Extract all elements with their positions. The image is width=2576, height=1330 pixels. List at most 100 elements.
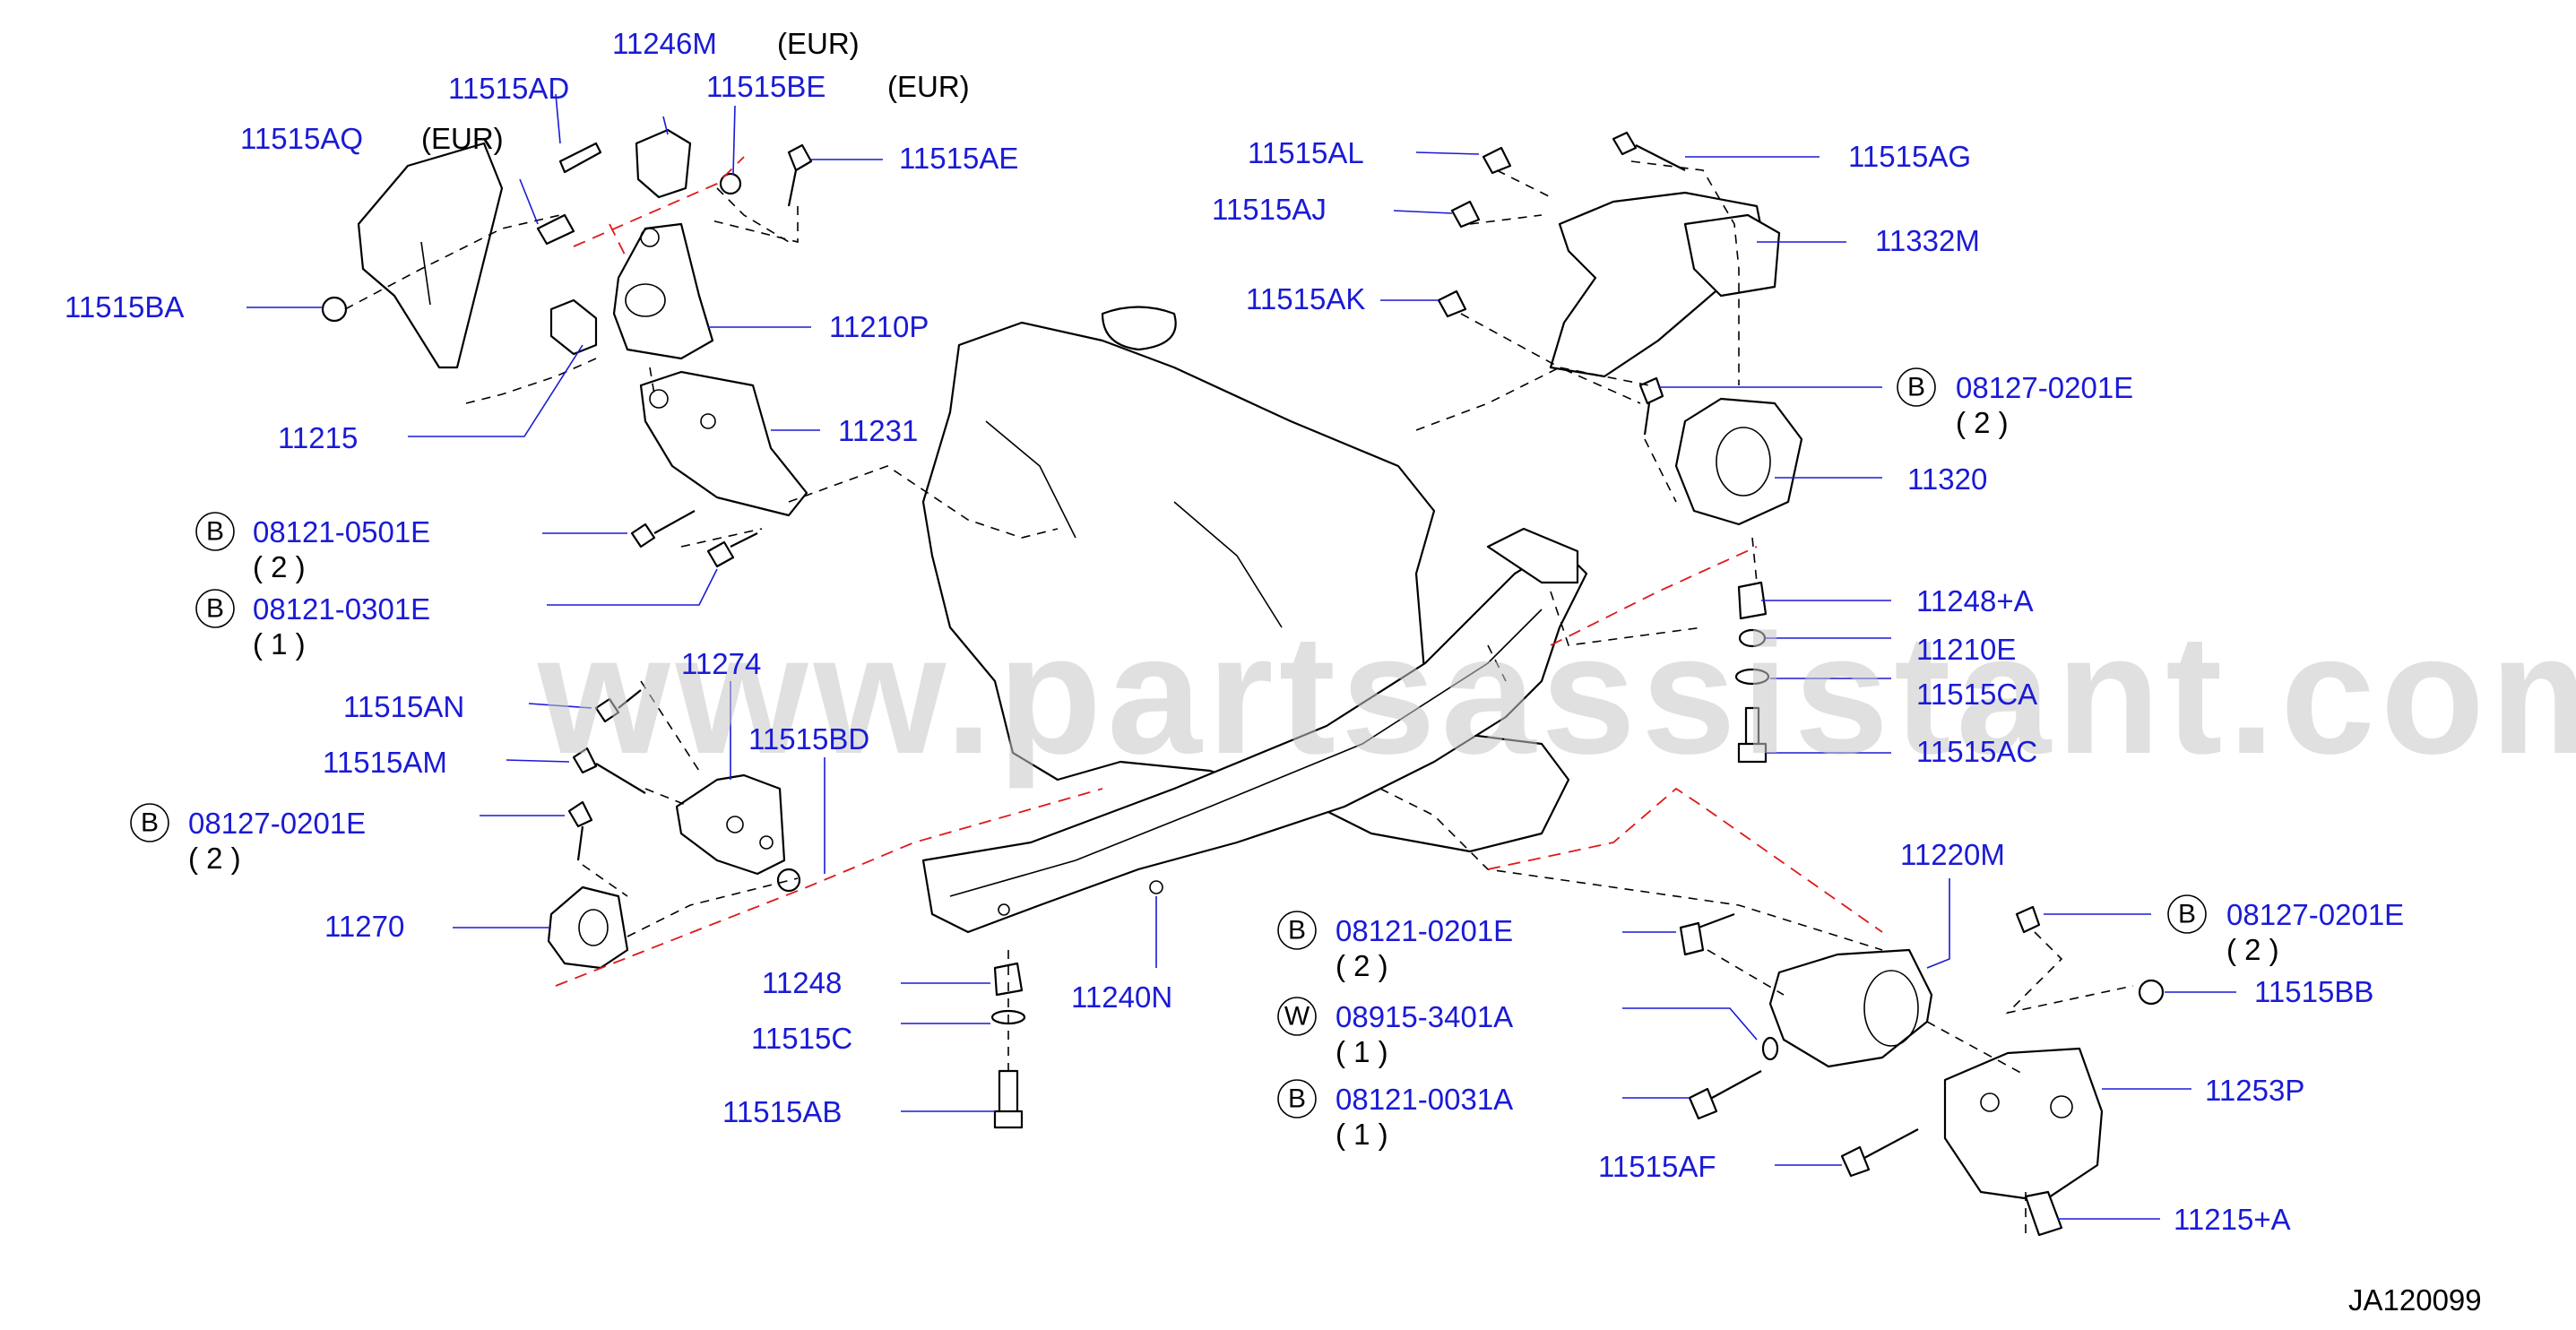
label-11253P[interactable]: 11253P — [2205, 1074, 2304, 1107]
label-11248[interactable]: 11248 — [762, 966, 842, 999]
label-11515AN[interactable]: 11515AN — [343, 690, 464, 723]
label-08127-0201E-left: 08127-0201E — [188, 807, 366, 840]
label-11515AK[interactable]: 11515AK — [1246, 282, 1365, 315]
qty-08127-0201E-upper: ( 2 ) — [1956, 406, 2009, 439]
label-11215[interactable]: 11215 — [278, 421, 358, 454]
label-11215A[interactable]: 11215+A — [2174, 1203, 2291, 1236]
label-11210E[interactable]: 11210E — [1916, 633, 2016, 666]
label-11515BD[interactable]: 11515BD — [748, 722, 869, 756]
callout-08915-3401A[interactable]: W 08915-3401A ( 1 ) — [1277, 997, 1513, 1068]
diagram-code: JA120099 — [2348, 1283, 2482, 1317]
bolt-11515AL — [1482, 146, 1512, 175]
label-11515AC[interactable]: 11515AC — [1916, 735, 2037, 768]
stopper-11246M[interactable] — [635, 128, 692, 199]
label-11220M[interactable]: 11220M — [1900, 838, 2005, 871]
label-11515AF[interactable]: 11515AF — [1598, 1150, 1716, 1183]
label-11515AQ[interactable]: 11515AQ — [240, 122, 363, 155]
bolt-08127-0201E-left — [567, 800, 593, 861]
label-11332M[interactable]: 11332M — [1875, 224, 1980, 257]
bolt-symbol: B — [1907, 373, 1925, 402]
qty-08121-0501E: ( 2 ) — [253, 550, 306, 583]
callout-08121-0031A[interactable]: B 08121-0031A ( 1 ) — [1277, 1079, 1513, 1151]
callout-08121-0301E[interactable]: B 08121-0301E ( 1 ) — [195, 589, 430, 661]
label-11231[interactable]: 11231 — [838, 414, 918, 447]
bracket-11231[interactable] — [639, 370, 808, 517]
crossmember[interactable] — [921, 527, 1588, 934]
label-08121-0301E: 08121-0301E — [253, 592, 430, 626]
bolt-08127-0201E-right — [2015, 905, 2041, 934]
bracket-11332M[interactable] — [1549, 191, 1781, 378]
bolt-symbol: B — [206, 594, 224, 624]
label-11515BA[interactable]: 11515BA — [65, 290, 184, 324]
label-08121-0501E: 08121-0501E — [253, 515, 430, 548]
label-11515AL[interactable]: 11515AL — [1248, 136, 1364, 169]
stopper-11215A — [2024, 1190, 2063, 1237]
bolt-11515AB — [993, 1069, 1024, 1129]
insulator-bracket-cover[interactable] — [357, 142, 504, 369]
bracket-11274[interactable] — [675, 773, 786, 876]
nut-11515BB — [2138, 979, 2165, 1006]
label-11246M[interactable]: 11246M — [612, 27, 717, 60]
nut-11515BA — [321, 296, 348, 323]
bolt-11515AM — [572, 747, 646, 794]
label-11515AJ[interactable]: 11515AJ — [1212, 193, 1327, 226]
insulator-11270[interactable] — [547, 885, 629, 970]
label-11515AG[interactable]: 11515AG — [1848, 140, 1971, 173]
bracket-11253P[interactable] — [1943, 1047, 2104, 1203]
bolt-11515AF — [1840, 1128, 1919, 1178]
qty-08121-0201E: ( 2 ) — [1336, 949, 1388, 982]
insulator-11248A — [1737, 581, 1768, 620]
label-08121-0031A: 08121-0031A — [1336, 1083, 1513, 1116]
qty-08121-0301E: ( 1 ) — [253, 627, 306, 661]
label-11515AE[interactable]: 11515AE — [899, 142, 1018, 175]
stopper-11215[interactable] — [549, 298, 598, 356]
watermark: www.partsassistant.com — [537, 600, 2576, 790]
label-11210P[interactable]: 11210P — [829, 310, 929, 343]
label-11248A[interactable]: 11248+A — [1916, 584, 2034, 618]
label-11515AM[interactable]: 11515AM — [323, 746, 447, 779]
qty-08121-0031A: ( 1 ) — [1336, 1118, 1388, 1151]
bolt-11515AG — [1612, 131, 1686, 171]
washer-08915-3401A — [1761, 1036, 1779, 1061]
washer-symbol: W — [1284, 1002, 1310, 1032]
label-11515AB[interactable]: 11515AB — [722, 1095, 842, 1128]
label-11320[interactable]: 11320 — [1907, 462, 1987, 496]
stopper-11210E — [1738, 628, 1767, 648]
bolt-08121-0201E — [1679, 912, 1735, 956]
insulator-11248 — [993, 962, 1024, 997]
callout-08121-0201E[interactable]: B 08121-0201E ( 2 ) — [1277, 911, 1513, 982]
callout-08127-0201E-left[interactable]: B 08127-0201E ( 2 ) — [130, 803, 366, 875]
nut-11515BE — [719, 172, 742, 195]
qty-08127-0201E-left: ( 2 ) — [188, 842, 241, 875]
callout-08127-0201E-right[interactable]: B 08127-0201E ( 2 ) — [2167, 894, 2404, 966]
nut-11515BD — [776, 868, 801, 893]
label-11270[interactable]: 11270 — [324, 910, 404, 943]
qty-08127-0201E-right: ( 2 ) — [2226, 933, 2279, 966]
washer-11515CA — [1734, 668, 1770, 686]
callout-08127-0201E-upper[interactable]: B 08127-0201E ( 2 ) — [1897, 367, 2133, 439]
label-11515BB[interactable]: 11515BB — [2254, 975, 2373, 1008]
label-11515C[interactable]: 11515C — [751, 1022, 852, 1055]
bolt-11515AQ — [536, 213, 575, 246]
bolt-symbol: B — [206, 517, 224, 547]
label-08127-0201E-right: 08127-0201E — [2226, 898, 2404, 931]
qty-08915-3401A: ( 1 ) — [1336, 1035, 1388, 1068]
insulator-11320[interactable] — [1674, 397, 1803, 526]
bolt-08121-0501E — [630, 510, 696, 548]
bolt-symbol: B — [141, 808, 159, 838]
hidden-lines — [555, 156, 1883, 987]
label-11274[interactable]: 11274 — [681, 647, 761, 680]
label-11515CA[interactable]: 11515CA — [1916, 678, 2037, 711]
bolt-symbol: B — [1288, 916, 1306, 946]
bolt-symbol: B — [1288, 1084, 1306, 1114]
label-08915-3401A: 08915-3401A — [1336, 1000, 1513, 1033]
label-11240N[interactable]: 11240N — [1071, 980, 1172, 1014]
label-11515BE[interactable]: 11515BE — [706, 70, 826, 103]
leader-lines — [246, 93, 2236, 1220]
callout-08121-0501E[interactable]: B 08121-0501E ( 2 ) — [195, 512, 430, 583]
engine-mount-insulator-11210P[interactable] — [612, 222, 714, 360]
insulator-11220M[interactable] — [1768, 948, 1933, 1068]
bolt-11515AJ — [1450, 200, 1481, 229]
label-11515AD[interactable]: 11515AD — [448, 72, 569, 105]
